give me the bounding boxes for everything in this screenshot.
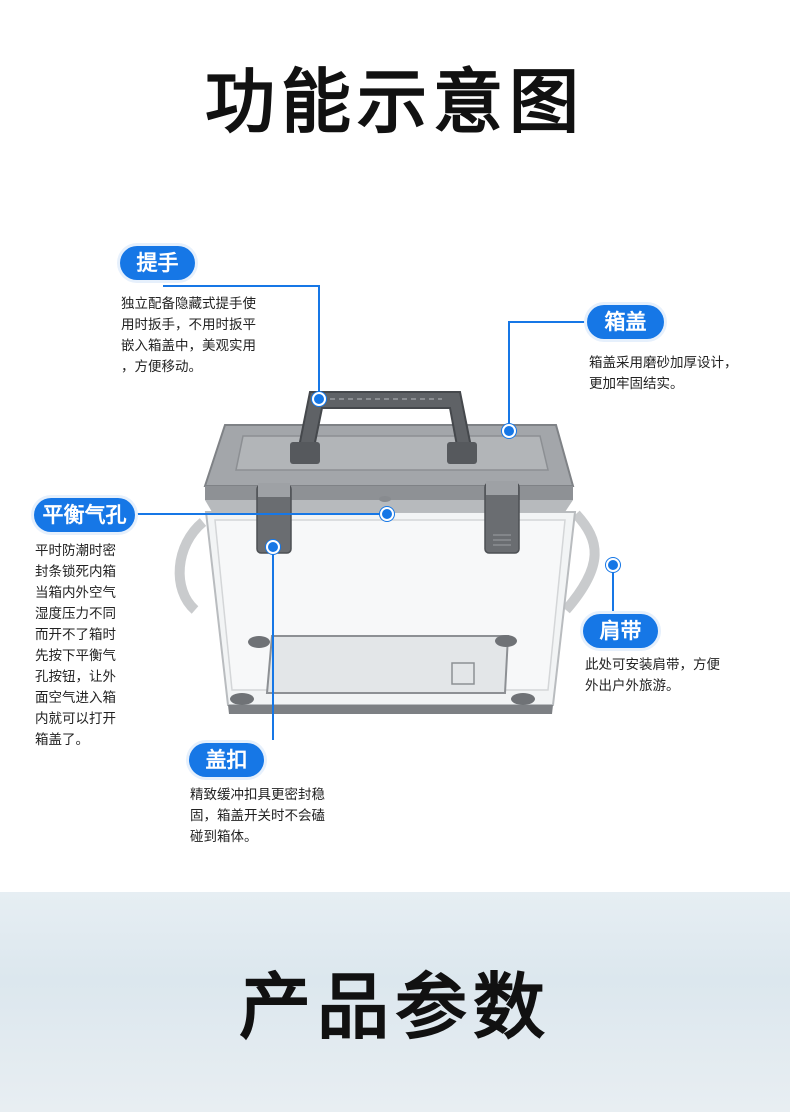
leader-strap-v <box>612 565 614 618</box>
leader-lid-v <box>508 321 510 429</box>
leader-vent-h <box>135 513 387 515</box>
callout-label-vent: 平衡气孔 <box>34 498 135 532</box>
marker-buckle <box>266 540 280 554</box>
marker-handle <box>312 392 326 406</box>
leader-buckle-v <box>272 545 274 740</box>
callout-label-strap: 肩带 <box>583 614 658 648</box>
storage-box-illustration <box>174 391 600 714</box>
callout-label-lid: 箱盖 <box>587 305 664 339</box>
shoulder-strap-left <box>174 518 207 614</box>
leader-lid-h <box>508 321 588 323</box>
callout-label-buckle: 盖扣 <box>189 743 264 777</box>
callout-desc-handle: 独立配备隐藏式提手使 用时扳手，不用时扳平 嵌入箱盖中，美观实用 ，方便移动。 <box>121 296 256 375</box>
lower-section-background <box>0 892 790 1112</box>
bottom-section-title: 产品参数 <box>238 965 551 1049</box>
callout-desc-lid: 箱盖采用磨砂加厚设计， 更加牢固结实。 <box>589 355 738 392</box>
leader-handle-v <box>318 285 320 398</box>
marker-vent <box>380 507 394 521</box>
vent-button <box>379 496 391 502</box>
leader-handle-h <box>163 285 319 287</box>
callout-label-handle: 提手 <box>120 246 195 280</box>
callout-desc-strap: 此处可安装肩带，方便 外出户外旅游。 <box>585 657 720 694</box>
section-title: 功能示意图 <box>205 61 585 143</box>
callout-desc-buckle: 精致缓冲扣具更密封稳 固，箱盖开关时不会磕 碰到箱体。 <box>190 787 325 845</box>
marker-strap <box>606 558 620 572</box>
callout-desc-vent: 平时防潮时密 封条锁死内箱 当箱内外空气 湿度压力不同 而开不了箱时 先按下平衡… <box>35 543 116 748</box>
marker-lid <box>502 424 516 438</box>
shoulder-strap-right <box>562 510 600 614</box>
